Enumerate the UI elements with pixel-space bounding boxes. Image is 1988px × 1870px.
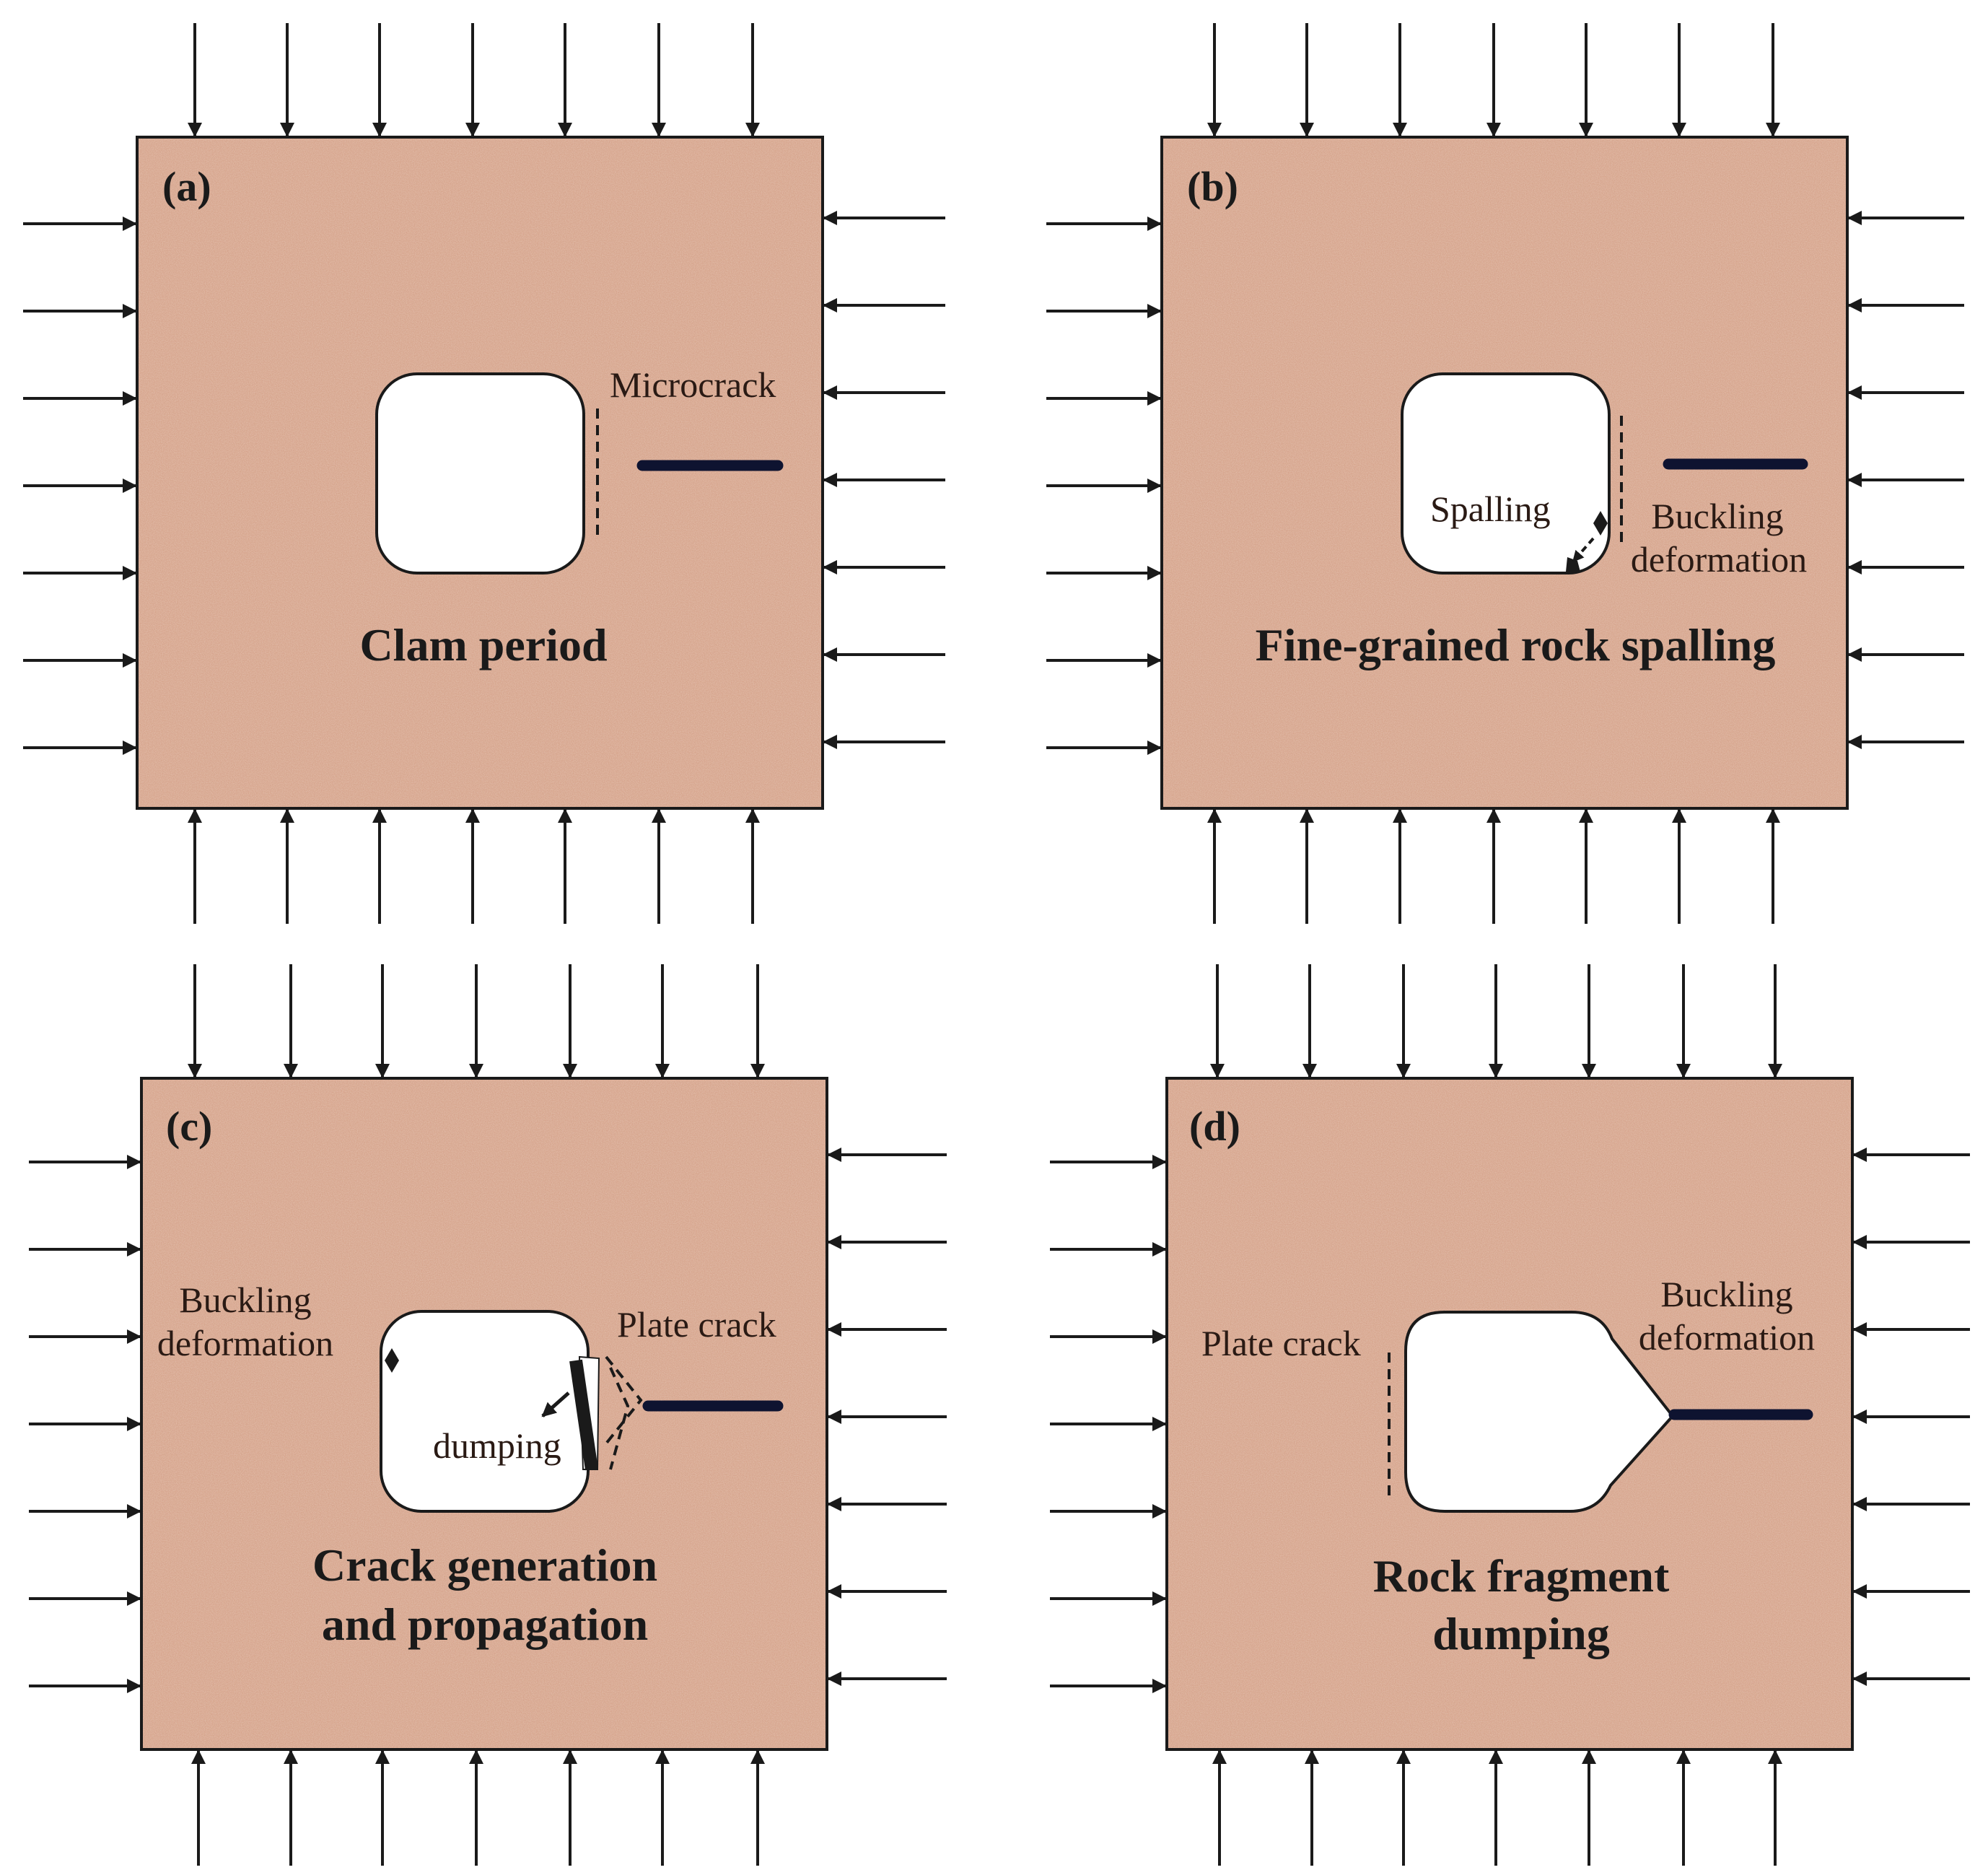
buckling-label-line1: Buckling <box>1660 1274 1792 1314</box>
buckling-label-line2: deformation <box>1639 1317 1815 1358</box>
spalling-label: Spalling <box>1430 489 1551 529</box>
stress-arrows-top <box>188 23 760 137</box>
panel-title-line1: Crack generation <box>312 1539 657 1591</box>
microcrack-label: Microcrack <box>610 364 776 405</box>
stress-arrows-top <box>188 964 765 1078</box>
stress-arrows-bottom <box>188 808 760 924</box>
stress-arrows-top <box>1210 964 1782 1078</box>
stress-arrows-left <box>23 217 137 755</box>
panel-c: (c) Buckling deformation Plate crack dum… <box>29 964 947 1866</box>
buckling-label-line2: deformation <box>157 1323 333 1363</box>
tunnel-opening <box>1401 372 1611 574</box>
tunnel-opening <box>380 1310 590 1513</box>
spalling-direction-arrow <box>1572 537 1595 563</box>
stress-arrows-right <box>827 1148 947 1686</box>
buckling-label-line2: deformation <box>1631 539 1807 580</box>
dumping-arrow <box>541 1391 570 1417</box>
spalling-fragment-icon <box>1593 511 1608 536</box>
panel-label: (a) <box>162 163 211 210</box>
stress-arrows-bottom <box>1212 1749 1782 1866</box>
plate-crack-lines <box>605 1355 643 1470</box>
panel-label: (c) <box>166 1103 212 1150</box>
panel-title-line1: Rock fragment <box>1373 1550 1670 1602</box>
stress-arrows-right <box>823 211 945 749</box>
panel-label: (b) <box>1187 163 1238 210</box>
plate-crack-label: Plate crack <box>1201 1323 1361 1363</box>
buckling-label-line1: Buckling <box>179 1280 311 1320</box>
panel-b: (b) Spalling Buckling deformation Fine-g… <box>1046 23 1964 924</box>
panel-title-line2: and propagation <box>322 1599 648 1650</box>
stress-arrows-right <box>1852 1148 1970 1686</box>
stress-arrows-top <box>1207 23 1780 137</box>
panel-label: (d) <box>1189 1103 1240 1150</box>
tunnel-opening-failed <box>1404 1311 1675 1513</box>
panel-d: (d) Plate crack Buckling deformation Roc… <box>1050 964 1970 1866</box>
stress-arrows-bottom <box>191 1749 765 1866</box>
tunnel-opening <box>375 372 585 574</box>
stress-arrows-left <box>1046 217 1162 755</box>
plate-slab <box>569 1359 598 1471</box>
stress-arrows-left <box>1050 1155 1167 1693</box>
stress-arrows-left <box>29 1155 141 1693</box>
stress-arrows-right <box>1847 211 1964 749</box>
stress-arrows-bottom <box>1207 808 1780 924</box>
panel-title: Clam period <box>359 619 607 670</box>
dumping-label: dumping <box>433 1425 561 1466</box>
spalled-fragment-icon <box>385 1348 399 1373</box>
buckling-label-line1: Buckling <box>1651 496 1783 536</box>
plate-crack-label: Plate crack <box>617 1304 776 1345</box>
panel-title-line2: dumping <box>1432 1608 1609 1659</box>
panel-title: Fine-grained rock spalling <box>1256 619 1776 670</box>
panel-a: (a) Microcrack Clam period <box>23 23 945 924</box>
